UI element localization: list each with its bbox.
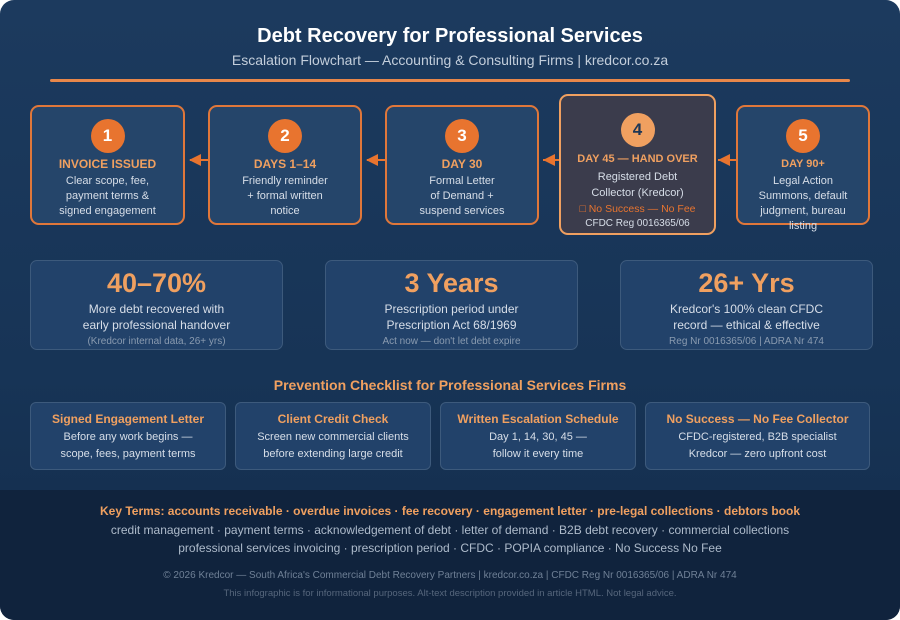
arrow-left-icon — [189, 154, 201, 166]
stat-text: Prescription period under — [384, 302, 519, 316]
checklist-card: Written Escalation Schedule Day 1, 14, 3… — [440, 402, 636, 470]
copyright: © 2026 Kredcor — South Africa's Commerci… — [163, 570, 737, 581]
step-text: suspend services — [419, 205, 505, 217]
step-text: judgment, bureau — [760, 205, 846, 217]
arrow-left-icon — [718, 154, 730, 166]
arrow-left-icon — [366, 154, 378, 166]
step-text: Formal Letter — [429, 175, 495, 187]
step-number: 4 — [620, 113, 655, 147]
step-4-hand-over: 4 DAY 45 — HAND OVER Registered Debt Col… — [559, 94, 716, 235]
checklist-text: scope, fees, payment terms — [60, 448, 196, 460]
checklist-text: Before any work begins — — [63, 431, 193, 443]
checklist-text: Day 1, 14, 30, 45 — — [489, 431, 587, 443]
key-terms-line: professional services invoicing · prescr… — [178, 541, 722, 555]
checklist-card-title: No Success — No Fee Collector — [666, 412, 849, 426]
step-text: signed engagement — [59, 205, 156, 217]
step-text: Summons, default — [758, 190, 848, 202]
step-text: of Demand + — [430, 190, 494, 202]
step-3-day-30: 3 DAY 30 Formal Letter of Demand + suspe… — [385, 105, 539, 225]
checklist-text: Kredcor — zero upfront cost — [688, 448, 827, 460]
step-title: DAYS 1–14 — [253, 157, 317, 171]
stat-text: More debt recovered with — [88, 302, 225, 316]
stat-text: early professional handover — [82, 318, 231, 332]
step-text: listing — [788, 220, 818, 232]
step-text: payment terms & — [65, 190, 150, 202]
stat-text: Prescription Act 68/1969 — [386, 318, 517, 332]
checklist-text: follow it every time — [492, 448, 584, 460]
step-title: INVOICE ISSUED — [58, 157, 157, 171]
no-success-no-fee-badge: □ No Success — No Fee — [579, 203, 696, 215]
stat-card-recovery: 40–70% More debt recovered with early pr… — [30, 260, 283, 350]
step-text: Legal Action — [773, 175, 833, 187]
disclaimer: This infographic is for informational pu… — [223, 588, 677, 599]
checklist-title: Prevention Checklist for Professional Se… — [273, 377, 627, 393]
checklist-text: CFDC-registered, B2B specialist — [678, 431, 837, 443]
checklist-card: Signed Engagement Letter Before any work… — [30, 402, 226, 470]
stat-text: Kredcor's 100% clean CFDC — [669, 302, 824, 316]
checklist-card: No Success — No Fee Collector CFDC-regis… — [645, 402, 870, 470]
checklist-card: Client Credit Check Screen new commercia… — [235, 402, 431, 470]
arrow-left-icon — [543, 154, 555, 166]
step-text: Clear scope, fee, — [65, 175, 150, 187]
checklist-card-title: Signed Engagement Letter — [51, 412, 205, 426]
checklist-card-title: Client Credit Check — [277, 412, 389, 426]
registration-number: CFDC Reg 0016365/06 — [585, 218, 690, 229]
stat-value: 40–70% — [106, 268, 207, 298]
stat-card-experience: 26+ Yrs Kredcor's 100% clean CFDC record… — [620, 260, 873, 350]
step-number: 5 — [786, 119, 820, 153]
step-text: Registered Debt — [597, 171, 678, 183]
footer: Key Terms: accounts receivable · overdue… — [0, 490, 900, 620]
step-text: notice — [270, 205, 300, 217]
step-text: Collector (Kredcor) — [591, 187, 684, 199]
stat-value: 3 Years — [404, 268, 499, 298]
step-title: DAY 30 — [441, 157, 483, 171]
stat-text: record — ethical & effective — [673, 318, 820, 332]
step-text: Friendly reminder — [242, 175, 328, 187]
key-terms-line: credit management · payment terms · ackn… — [110, 523, 790, 537]
checklist-text: Screen new commercial clients — [257, 431, 409, 443]
step-title: DAY 90+ — [781, 158, 825, 170]
step-title: DAY 45 — HAND OVER — [577, 153, 698, 165]
key-terms: Key Terms: accounts receivable · overdue… — [99, 504, 800, 518]
stat-note: (Kredcor internal data, 26+ yrs) — [87, 336, 226, 347]
stat-value: 26+ Yrs — [698, 268, 795, 298]
step-text: + formal written — [247, 190, 323, 202]
step-number: 1 — [90, 119, 125, 153]
divider — [50, 79, 850, 82]
page-subtitle: Escalation Flowchart — Accounting & Cons… — [231, 52, 669, 68]
stat-note: Act now — don't let debt expire — [382, 336, 521, 347]
page-title: Debt Recovery for Professional Services — [257, 25, 643, 47]
stat-note: Reg Nr 0016365/06 | ADRA Nr 474 — [669, 336, 824, 347]
checklist-text: before extending large credit — [263, 448, 403, 460]
step-5-day-90: 5 DAY 90+ Legal Action Summons, default … — [736, 105, 870, 232]
stat-card-prescription: 3 Years Prescription period under Prescr… — [325, 260, 578, 350]
checklist-card-title: Written Escalation Schedule — [457, 412, 619, 426]
step-1-invoice-issued: 1 INVOICE ISSUED Clear scope, fee, payme… — [30, 105, 185, 225]
step-number: 2 — [268, 119, 302, 153]
step-number: 3 — [445, 119, 479, 153]
step-2-days-1-14: 2 DAYS 1–14 Friendly reminder + formal w… — [208, 105, 362, 225]
